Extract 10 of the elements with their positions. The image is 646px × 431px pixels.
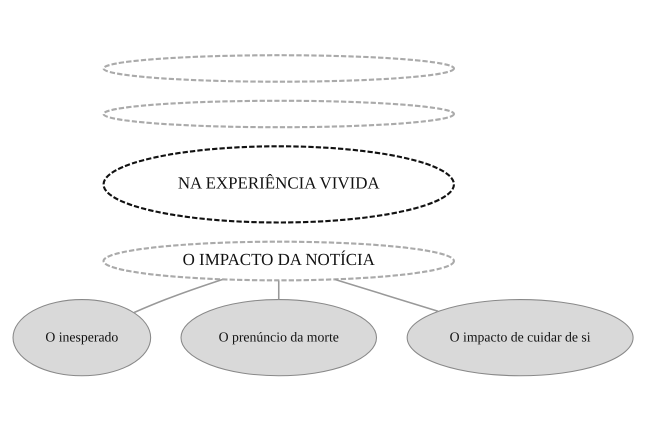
node-ellipse: O inesperado [12,299,152,376]
connector [134,278,223,314]
connector [278,280,280,300]
node-ellipse: O impacto de cuidar de si [406,299,634,376]
node-ellipse: O IMPACTO DA NOTÍCIA [102,240,456,282]
node-ellipse [102,100,456,128]
connector [334,278,438,312]
node-ellipse [102,54,456,83]
node-ellipse: O prenúncio da morte [180,299,378,376]
node-ellipse: NA EXPERIÊNCIA VIVIDA [102,145,456,224]
